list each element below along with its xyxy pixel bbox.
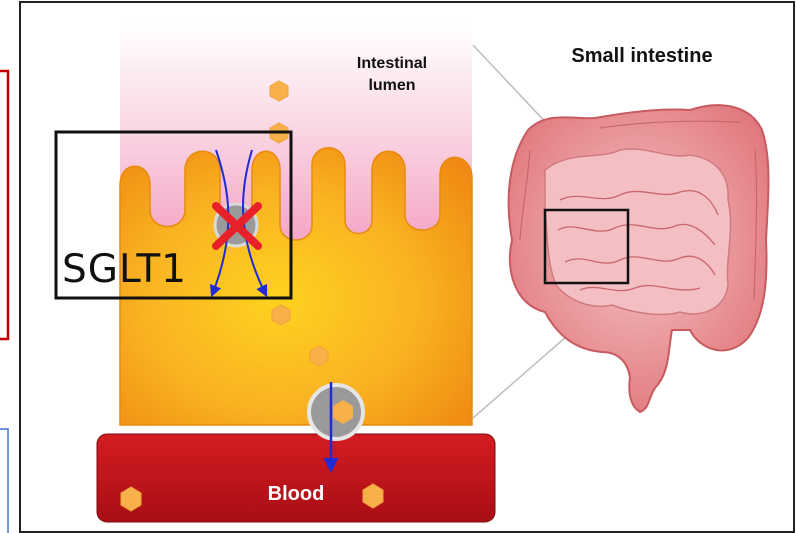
intestinal-lumen-label-line1: Intestinal bbox=[357, 55, 427, 72]
blood-vessel bbox=[97, 434, 495, 522]
small-intestine-label: Small intestine bbox=[571, 45, 712, 67]
intestinal-lumen-label-line2: lumen bbox=[368, 77, 415, 94]
glucose-hexagon-icon bbox=[310, 346, 328, 366]
blood-label: Blood bbox=[268, 483, 325, 505]
left-red-frame bbox=[0, 71, 8, 339]
glucose-hexagon-icon bbox=[270, 81, 288, 101]
sglt1-label: SGLT1 bbox=[62, 247, 187, 292]
glucose-hexagon-icon bbox=[272, 305, 290, 325]
left-blue-frame bbox=[0, 429, 8, 533]
